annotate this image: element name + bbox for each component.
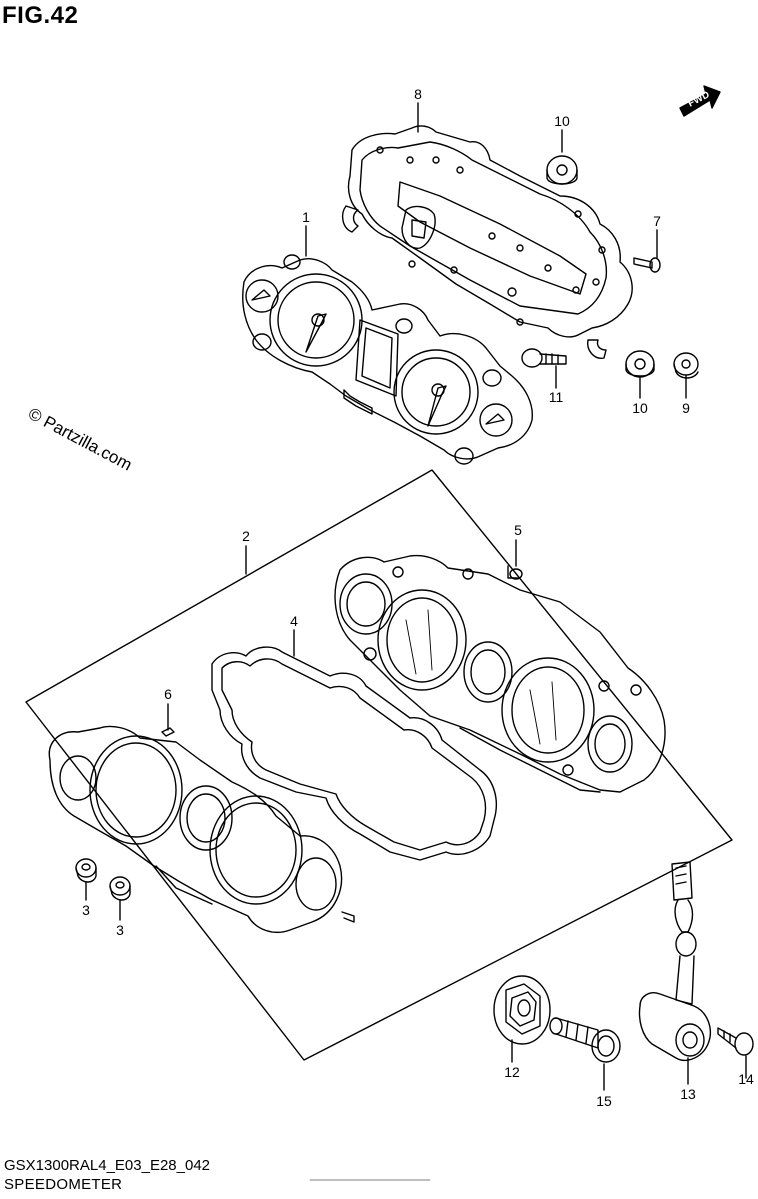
- part-11-bolt: [521, 348, 567, 368]
- part-2-upper-case: [334, 554, 666, 793]
- callout-14[interactable]: 14: [738, 1071, 754, 1087]
- callout-15[interactable]: 15: [596, 1093, 612, 1109]
- part-15-bolt: [549, 1017, 621, 1063]
- part-4-gasket: [211, 646, 498, 861]
- part-2-boundary-frame: [25, 469, 733, 1061]
- part-13-speed-sensor: [638, 861, 712, 1062]
- callout-10-bottom[interactable]: 10: [632, 400, 648, 416]
- part-9-collar: [673, 352, 699, 379]
- callout-1[interactable]: 1: [302, 209, 310, 225]
- callout-3-right[interactable]: 3: [116, 922, 124, 938]
- figure-title: FIG.42: [2, 2, 79, 29]
- callout-10-top[interactable]: 10: [554, 113, 570, 129]
- part-3-cushion-a: [75, 858, 97, 883]
- part-6-lens-assembly: [48, 725, 355, 934]
- callout-13[interactable]: 13: [680, 1086, 696, 1102]
- callout-4[interactable]: 4: [290, 613, 298, 629]
- fwd-arrow-icon: FWD: [679, 85, 721, 117]
- diagram-code: GSX1300RAL4_E03_E28_042: [4, 1157, 211, 1174]
- callout-2[interactable]: 2: [242, 528, 250, 544]
- part-12-plate-nut: [493, 975, 551, 1045]
- callout-5[interactable]: 5: [514, 522, 522, 538]
- diagram-caption: SPEEDOMETER: [4, 1176, 123, 1193]
- callout-7[interactable]: 7: [653, 213, 661, 229]
- part-7-screw: [633, 257, 661, 273]
- part-10-grommet-bottom: [625, 350, 655, 378]
- callout-12[interactable]: 12: [504, 1064, 520, 1080]
- callout-11[interactable]: 11: [548, 389, 564, 405]
- callout-6[interactable]: 6: [164, 686, 172, 702]
- part-1-meter-assembly: [242, 254, 533, 465]
- callout-3-left[interactable]: 3: [82, 902, 90, 918]
- part-14-bolt: [717, 1027, 754, 1056]
- part-5-screw: [507, 565, 523, 580]
- part-3-cushion-b: [109, 876, 131, 901]
- part-8-meter-case: [341, 125, 633, 359]
- part-10-grommet-top: [546, 155, 578, 185]
- callout-9[interactable]: 9: [682, 400, 690, 416]
- callout-8[interactable]: 8: [414, 86, 422, 102]
